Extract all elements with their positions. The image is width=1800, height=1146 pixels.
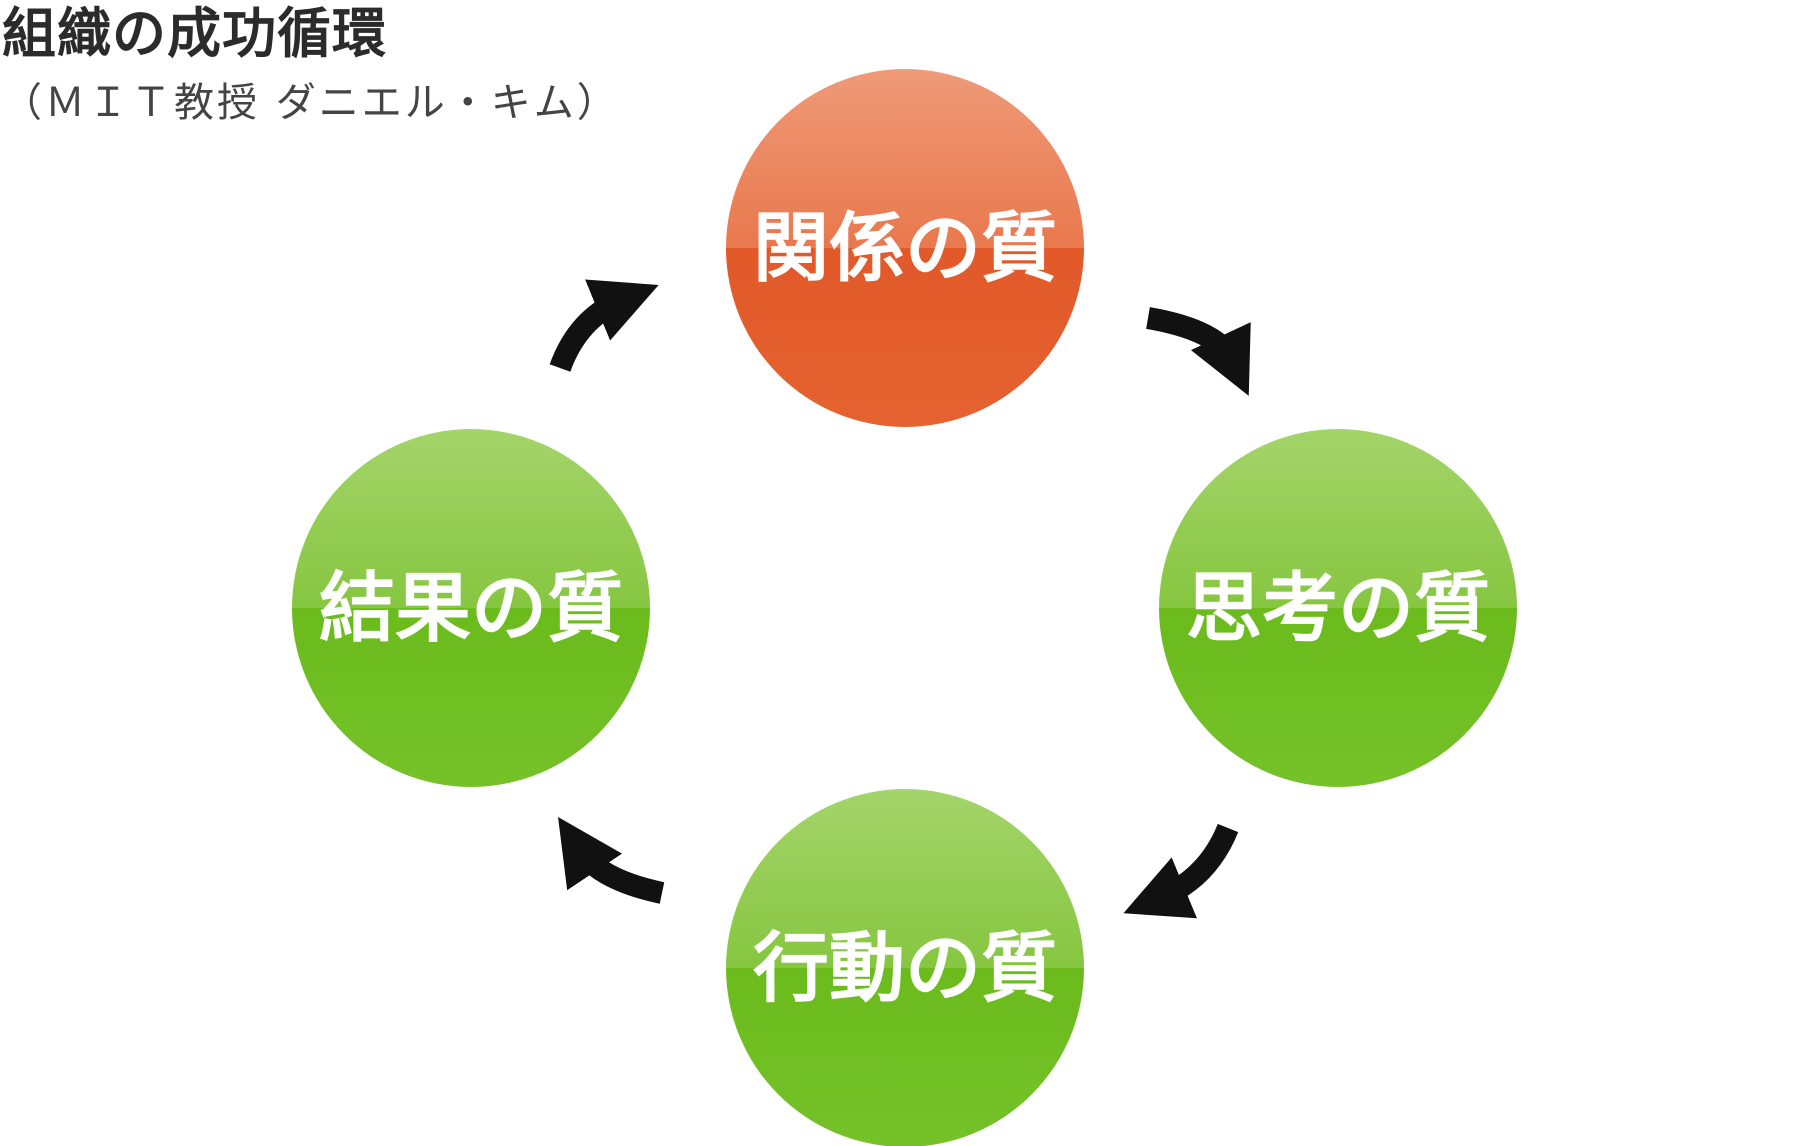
- curved-arrow-icon: [1146, 307, 1251, 396]
- cycle-node-result: 結果の質: [292, 429, 650, 787]
- curved-arrow-icon: [549, 279, 659, 372]
- cycle-node-label: 思考の質: [1186, 564, 1490, 653]
- cycle-node-action: 行動の質: [726, 789, 1084, 1146]
- cycle-node-label: 結果の質: [319, 564, 623, 653]
- curved-arrow-icon: [1123, 823, 1239, 919]
- cycle-node-thinking: 思考の質: [1159, 429, 1517, 787]
- cycle-node-label: 行動の質: [753, 924, 1057, 1013]
- curved-arrow-icon: [558, 817, 665, 904]
- cycle-node-label: 関係の質: [753, 204, 1057, 293]
- cycle-node-relationship: 関係の質: [726, 69, 1084, 427]
- diagram-subtitle: （ＭＩＴ教授 ダニエル・キム）: [2, 80, 620, 126]
- diagram-title: 組織の成功循環: [2, 2, 387, 65]
